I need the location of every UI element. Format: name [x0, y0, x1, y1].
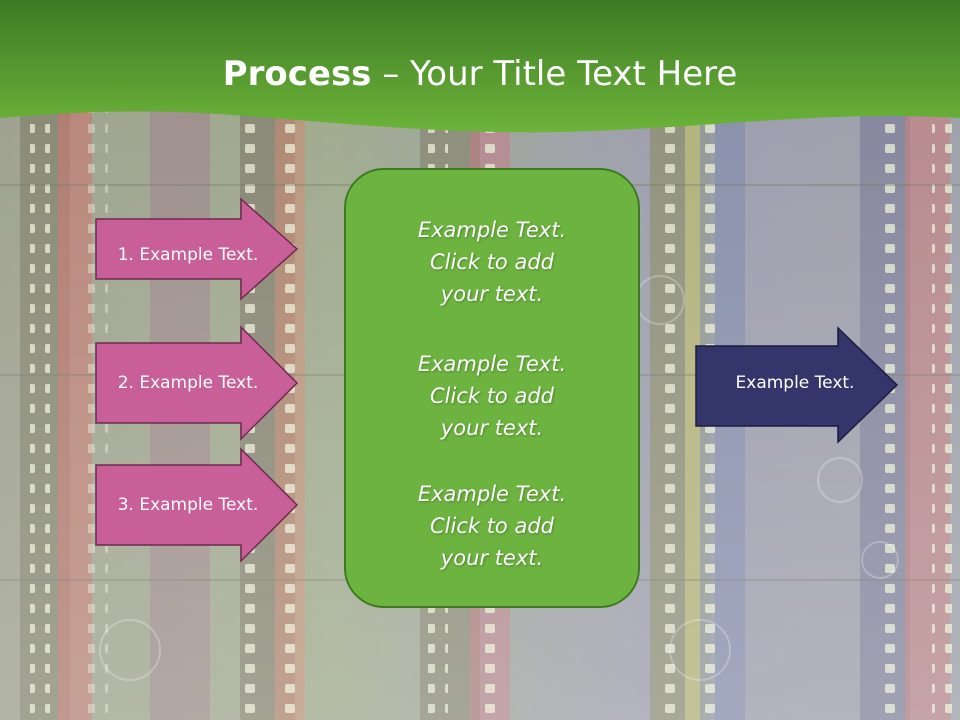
center-line: Example Text. — [417, 352, 567, 376]
center-line: Example Text. — [417, 218, 567, 242]
center-line: Example Text. — [417, 482, 567, 506]
arrow-shape-2[interactable] — [94, 325, 300, 441]
center-paragraph-1: Example Text. Click to add your text. — [346, 214, 638, 310]
arrow-shape-3[interactable] — [94, 447, 300, 563]
title-bold: Process — [222, 54, 372, 94]
arrow-label-1: 1. Example Text. — [117, 245, 259, 265]
arrow-shape-1[interactable] — [94, 197, 300, 301]
center-paragraph-3: Example Text. Click to add your text. — [346, 478, 638, 574]
center-text-box[interactable]: Example Text. Click to add your text. Ex… — [344, 168, 640, 608]
center-line: Click to add — [429, 384, 554, 408]
center-line: your text. — [440, 416, 544, 440]
arrow-label-2: 2. Example Text. — [117, 373, 259, 393]
arrow-label-3: 3. Example Text. — [117, 495, 259, 515]
center-line: your text. — [440, 282, 544, 306]
header-band — [0, 0, 960, 133]
center-line: Click to add — [429, 514, 554, 538]
arrow-label-right: Example Text. — [735, 373, 855, 393]
center-line: Click to add — [429, 250, 554, 274]
center-paragraph-2: Example Text. Click to add your text. — [346, 348, 638, 444]
title-rest: – Your Title Text Here — [371, 54, 738, 94]
center-line: your text. — [440, 546, 544, 570]
arrow-shape-right[interactable] — [694, 326, 900, 444]
slide-title[interactable]: Process – Your Title Text Here — [0, 50, 960, 98]
